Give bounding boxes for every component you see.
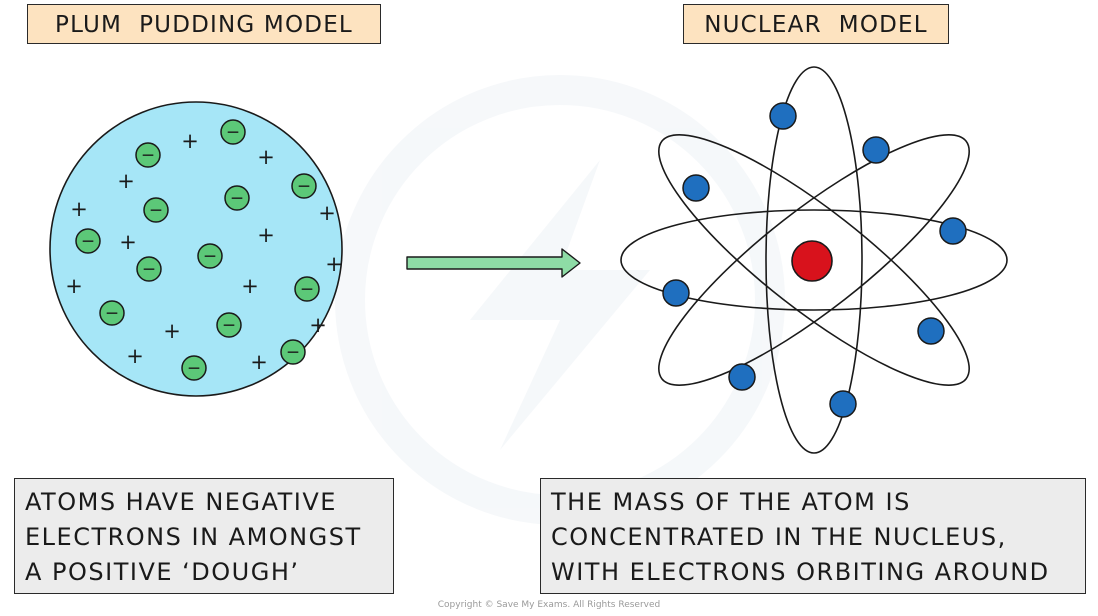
positive-charge: + <box>181 129 199 153</box>
electron-minus-label: − <box>300 280 314 300</box>
positive-charge: + <box>257 145 275 169</box>
positive-charge: + <box>257 223 275 247</box>
orbit-diagonal-a <box>658 134 970 386</box>
copyright-notice: Copyright © Save My Exams. All Rights Re… <box>437 600 661 610</box>
electron-minus-label: − <box>81 232 95 252</box>
orbiting-electron <box>829 390 857 418</box>
caption-line: A POSITIVE ‘DOUGH’ <box>25 558 300 586</box>
electron-negative: − <box>181 355 207 381</box>
plum-pudding-atom: − − − − − − − − − − − − − + + + + + + + + + + + + + + <box>49 101 343 397</box>
orbiting-electron <box>917 317 945 345</box>
positive-charge: + <box>70 197 88 221</box>
orbiting-electron <box>728 363 756 391</box>
positive-charge: + <box>126 344 144 368</box>
electron-minus-label: − <box>286 343 300 363</box>
electron-minus-label: − <box>203 247 217 267</box>
nuclear-model-title: NUCLEAR MODEL <box>683 4 949 44</box>
plum-pudding-caption: ATOMS HAVE NEGATIVE ELECTRONS IN AMONGST… <box>14 478 394 594</box>
electron-negative: − <box>99 300 125 326</box>
orbiting-electron <box>662 279 690 307</box>
electron-minus-label: − <box>226 123 240 143</box>
positive-charge: + <box>250 350 268 374</box>
electron-negative: − <box>143 197 169 223</box>
electron-negative: − <box>220 119 246 145</box>
positive-charge: + <box>163 319 181 343</box>
nuclear-model-caption: THE MASS OF THE ATOM IS CONCENTRATED IN … <box>540 478 1086 594</box>
orbiting-electrons <box>662 102 967 418</box>
electron-minus-label: − <box>142 260 156 280</box>
caption-line: WITH ELECTRONS ORBITING AROUND <box>551 558 1050 586</box>
nucleus <box>791 240 833 282</box>
electron-negative: − <box>224 185 250 211</box>
electron-negative: − <box>216 312 242 338</box>
caption-line: ELECTRONS IN AMONGST <box>25 523 362 551</box>
electron-negative: − <box>136 256 162 282</box>
orbiting-electron <box>769 102 797 130</box>
positive-charge: + <box>309 313 327 337</box>
pudding-dough <box>49 101 343 397</box>
electron-negative: − <box>280 339 306 365</box>
electron-negative: − <box>135 142 161 168</box>
orbit-vertical <box>765 66 863 454</box>
electron-minus-label: − <box>230 189 244 209</box>
positive-charge: + <box>241 274 259 298</box>
positive-charge: + <box>117 169 135 193</box>
pudding-positive-charges: + + + + + + + + + + + + + + <box>65 129 343 374</box>
electron-minus-label: − <box>149 201 163 221</box>
orbiting-electron <box>862 136 890 164</box>
orbit-diagonal-b <box>658 134 970 386</box>
electron-negative: − <box>75 228 101 254</box>
transition-arrow <box>406 248 581 278</box>
electron-negative: − <box>291 173 317 199</box>
electron-minus-label: − <box>222 316 236 336</box>
electron-minus-label: − <box>187 359 201 379</box>
orbit-horizontal <box>620 209 1008 311</box>
positive-charge: + <box>65 274 83 298</box>
electron-minus-label: − <box>141 146 155 166</box>
electron-negative: − <box>294 276 320 302</box>
electron-negative: − <box>197 243 223 269</box>
watermark-logo <box>335 75 785 525</box>
orbiting-electron <box>939 217 967 245</box>
plum-pudding-title: PLUM PUDDING MODEL <box>27 4 381 44</box>
positive-charge: + <box>325 252 343 276</box>
orbiting-electron <box>682 174 710 202</box>
caption-line: ATOMS HAVE NEGATIVE <box>25 488 337 516</box>
caption-line: CONCENTRATED IN THE NUCLEUS, <box>551 523 1007 551</box>
caption-line: THE MASS OF THE ATOM IS <box>551 488 911 516</box>
nuclear-atom <box>620 66 1008 454</box>
electron-minus-label: − <box>297 177 311 197</box>
positive-charge: + <box>119 230 137 254</box>
positive-charge: + <box>318 201 336 225</box>
electron-minus-label: − <box>105 304 119 324</box>
pudding-electrons: − − − − − − − − − − − − − <box>75 119 320 381</box>
